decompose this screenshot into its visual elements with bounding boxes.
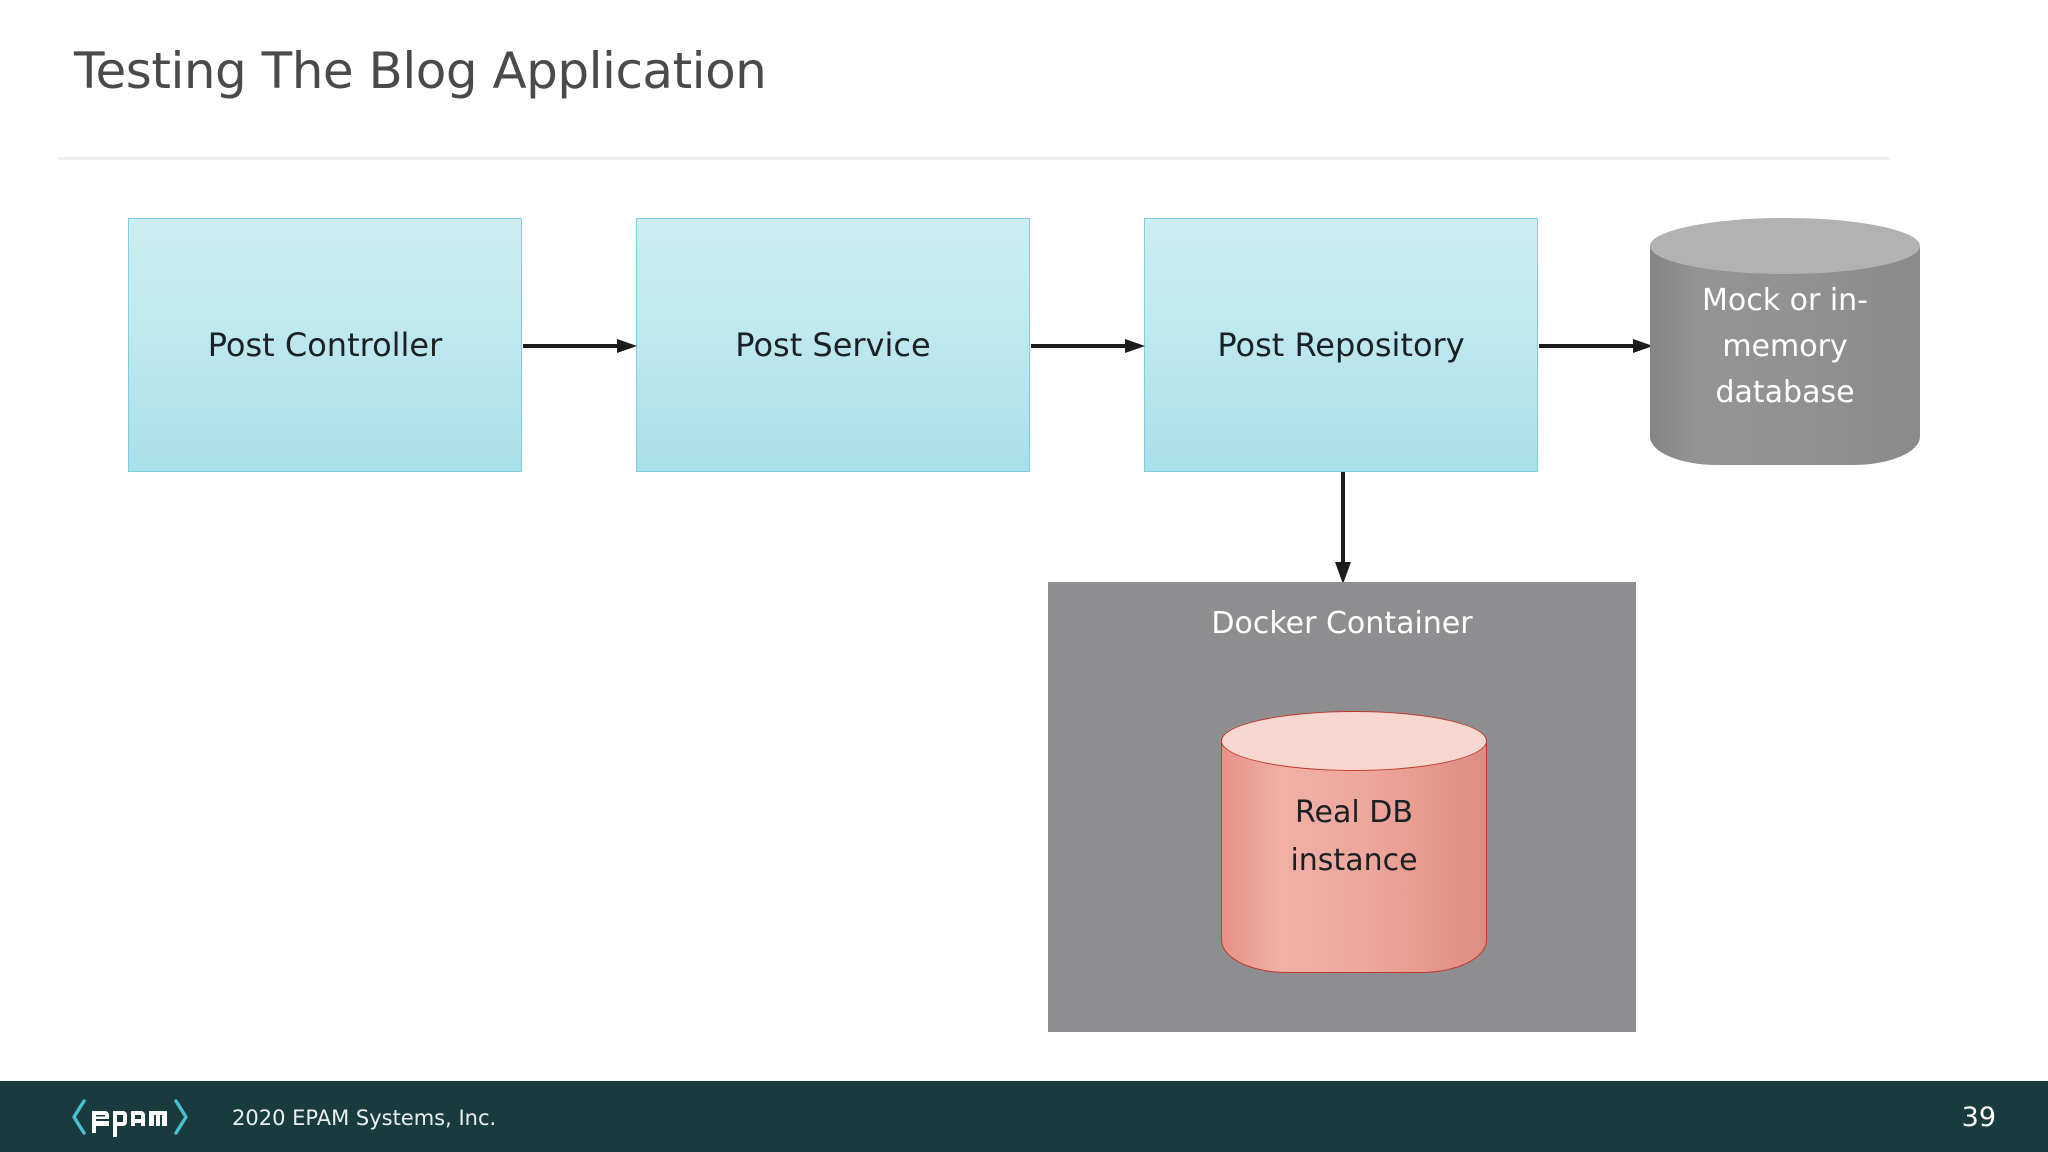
docker-container-label: Docker Container: [1211, 606, 1473, 641]
arrow-shaft: [523, 344, 619, 348]
diagram-box-post-controller[interactable]: Post Controller: [128, 218, 522, 472]
box-label: Post Controller: [207, 325, 443, 364]
arrow-service-to-repository-icon: [1031, 339, 1145, 353]
cylinder-body: [1650, 246, 1920, 436]
box-label: Post Service: [735, 325, 931, 364]
real-db-line-2: instance: [1290, 843, 1418, 878]
mock-db-line-2: memory: [1722, 329, 1848, 364]
epam-logo: [70, 1095, 190, 1139]
page-title: Testing The Blog Application: [74, 42, 767, 100]
cylinder-top-ellipse: [1650, 218, 1920, 274]
arrow-head: [1633, 339, 1653, 353]
mock-database-label: Mock or in- memory database: [1650, 278, 1920, 416]
title-divider: [58, 157, 1890, 160]
arrow-repository-to-mock-db-icon: [1539, 339, 1653, 353]
real-database-label: Real DB instance: [1221, 789, 1487, 885]
box-label: Post Repository: [1217, 325, 1465, 364]
epam-logo-icon: [72, 1099, 188, 1137]
real-database-cylinder[interactable]: Real DB instance: [1221, 711, 1487, 975]
cylinder-top-ellipse: [1221, 711, 1487, 771]
mock-db-line-3: database: [1715, 375, 1855, 410]
slide-footer: 2020 EPAM Systems, Inc. 39: [0, 1081, 2048, 1152]
mock-db-line-1: Mock or in-: [1701, 283, 1869, 318]
arrow-head: [1335, 562, 1351, 584]
arrow-shaft: [1539, 344, 1635, 348]
diagram-box-post-repository[interactable]: Post Repository: [1144, 218, 1538, 472]
mock-database-cylinder[interactable]: Mock or in- memory database: [1650, 218, 1920, 465]
arrow-repository-to-docker-icon: [1335, 472, 1351, 584]
real-db-line-1: Real DB: [1295, 795, 1413, 830]
arrow-head: [617, 339, 637, 353]
diagram-box-post-service[interactable]: Post Service: [636, 218, 1030, 472]
docker-container-group[interactable]: Docker Container Real DB instance: [1048, 582, 1636, 1032]
arrow-head: [1125, 339, 1145, 353]
copyright-text: 2020 EPAM Systems, Inc.: [232, 1106, 497, 1130]
arrow-controller-to-service-icon: [523, 339, 637, 353]
cylinder-body: [1221, 741, 1487, 941]
arrow-shaft: [1341, 472, 1345, 564]
page-number: 39: [1961, 1102, 1996, 1133]
arrow-shaft: [1031, 344, 1127, 348]
